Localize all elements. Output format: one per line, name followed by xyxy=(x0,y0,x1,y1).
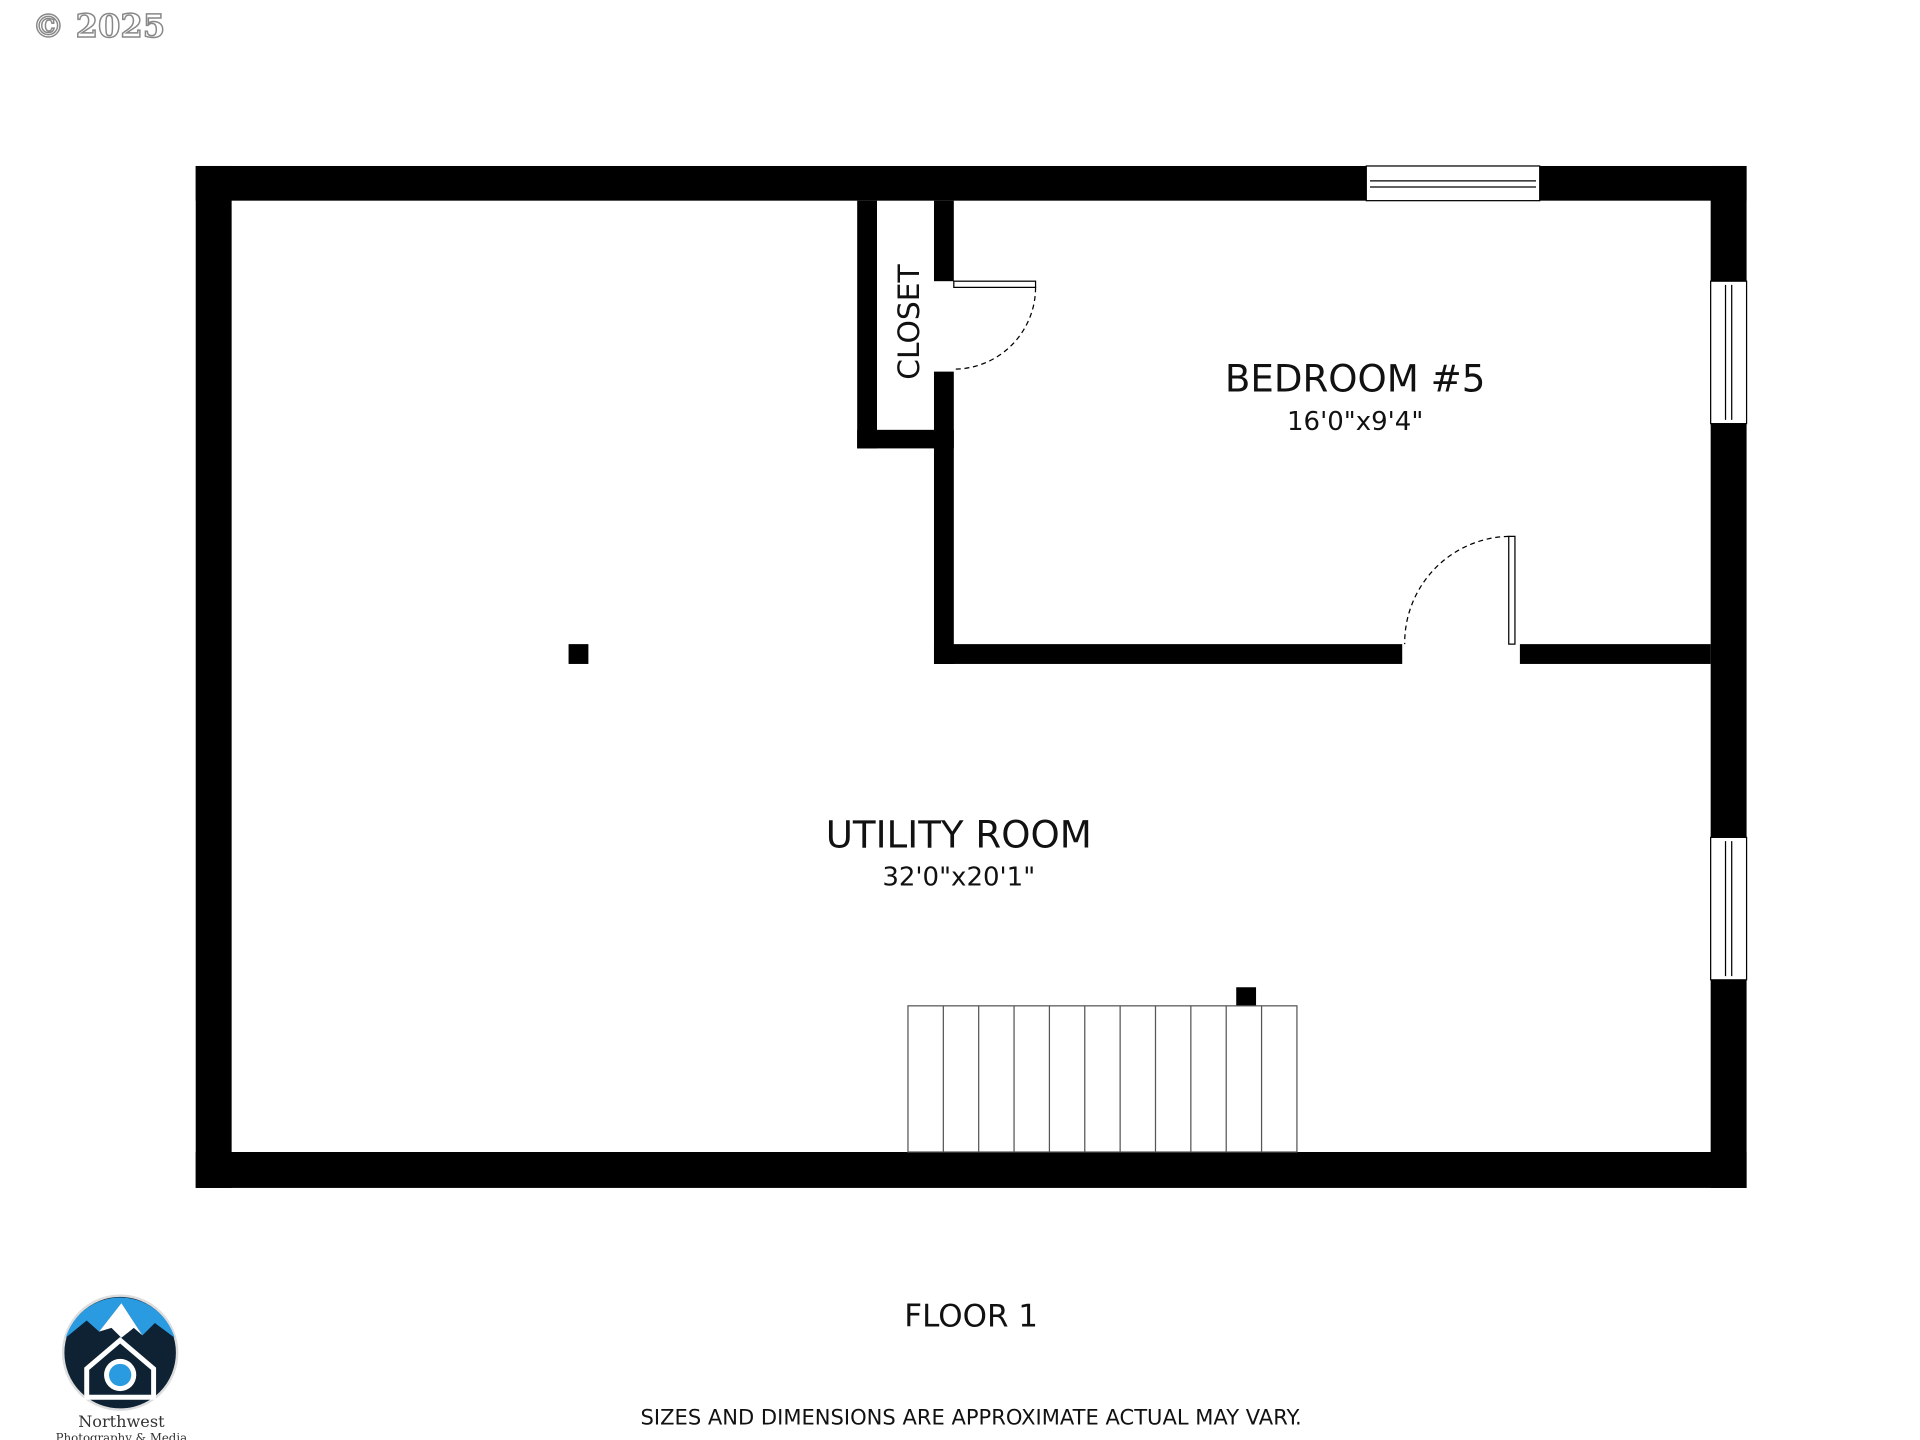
company-logo: Northwest Photography & Media xyxy=(56,1294,187,1440)
closet-name: CLOSET xyxy=(892,264,927,380)
floor-label: FLOOR 1 xyxy=(904,1299,1038,1335)
copyright-watermark: © 2025 xyxy=(32,7,165,45)
stairs xyxy=(907,1005,1298,1153)
window-right-bedroom xyxy=(1710,280,1748,425)
support-post xyxy=(1236,987,1257,1008)
interior-walls xyxy=(857,200,1711,664)
closet-door[interactable] xyxy=(953,280,1037,370)
bedroom-name: BEDROOM #5 xyxy=(1225,357,1486,400)
logo-tagline: Photography & Media xyxy=(56,1431,187,1440)
window-right-utility xyxy=(1710,836,1748,981)
utility-room-name: UTILITY ROOM xyxy=(826,813,1092,856)
logo-name: Northwest xyxy=(78,1412,165,1431)
bedroom-door[interactable] xyxy=(1404,535,1516,645)
support-post xyxy=(568,644,589,664)
disclaimer: SIZES AND DIMENSIONS ARE APPROXIMATE ACT… xyxy=(641,1405,1302,1430)
bedroom-size: 16'0"x9'4" xyxy=(1287,407,1423,437)
window-top xyxy=(1365,165,1541,202)
utility-room-size: 32'0"x20'1" xyxy=(882,863,1035,893)
